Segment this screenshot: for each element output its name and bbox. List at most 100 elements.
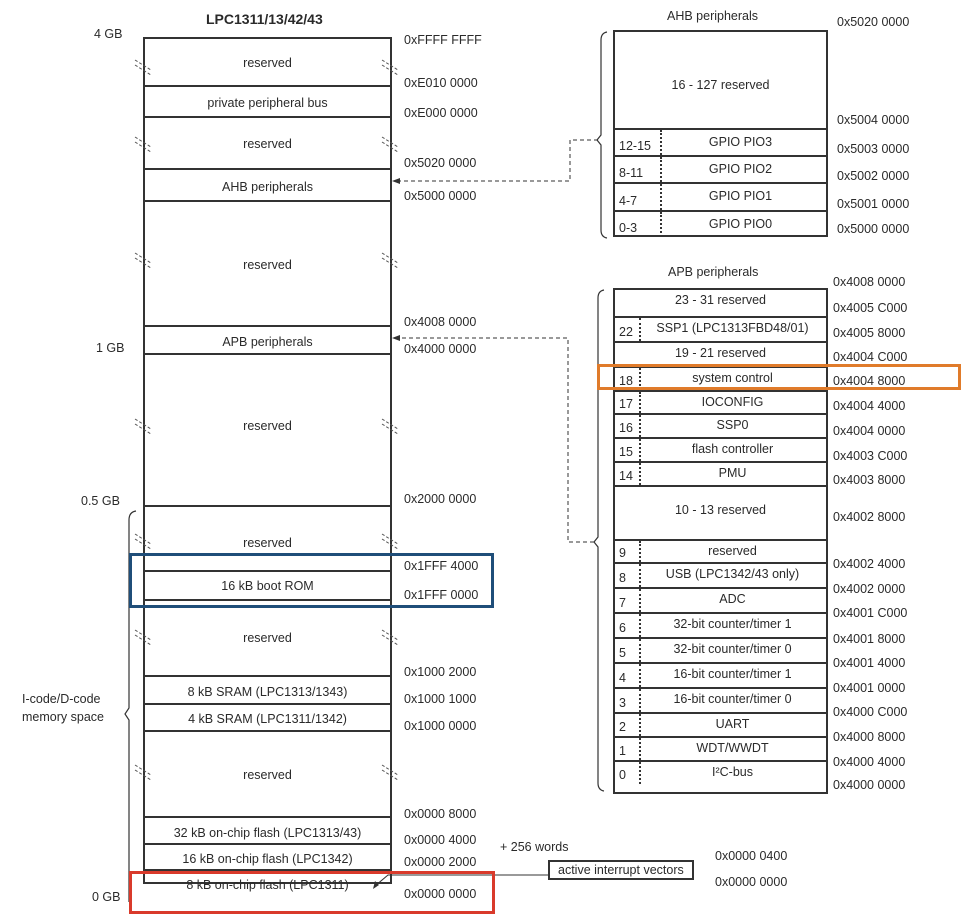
ahb-row-name: GPIO PIO2 (708, 162, 773, 176)
break-mark (134, 418, 152, 435)
apb-row-name: 19 - 21 reserved (674, 346, 767, 360)
apb-arrow-head (392, 335, 400, 341)
apb-row-index: 9 (619, 546, 626, 560)
apb-row-name: 10 - 13 reserved (674, 503, 767, 517)
divider (143, 505, 392, 507)
divider (143, 85, 392, 87)
region-reserved: reserved (243, 631, 292, 645)
ahb-reserved-label: 16 - 127 reserved (671, 78, 770, 92)
dotted-separator (639, 714, 641, 736)
divider (143, 869, 392, 871)
dotted-separator (639, 664, 641, 687)
divider (143, 570, 392, 572)
break-mark (134, 59, 152, 76)
diagram-title: LPC1311/13/42/43 (206, 11, 323, 27)
break-mark (134, 252, 152, 269)
address-label: 0x1000 2000 (404, 665, 477, 679)
apb-row-name: 23 - 31 reserved (674, 293, 767, 307)
apb-address: 0x4002 4000 (833, 557, 906, 571)
break-mark (381, 59, 399, 76)
apb-row-index: 2 (619, 720, 626, 734)
address-label: 0x1000 1000 (404, 692, 477, 706)
break-mark (381, 533, 399, 550)
apb-row-index: 8 (619, 571, 626, 585)
ahb-arrow-head (392, 178, 400, 184)
apb-address: 0x4004 8000 (833, 374, 906, 388)
dotted-separator (660, 212, 662, 237)
apb-row-name: I²C-bus (712, 765, 753, 779)
region-apb-peripherals: APB peripherals (222, 335, 313, 349)
apb-row-index: 18 (619, 374, 633, 388)
apb-address: 0x4001 8000 (833, 632, 906, 646)
apb-row-name: SSP0 (716, 418, 749, 432)
ahb-address: 0x5003 0000 (837, 142, 910, 156)
ahb-peripherals-map: 16 - 127 reserved 12-15 GPIO PIO3 8-11 G… (613, 30, 828, 237)
active-interrupt-vectors-box: active interrupt vectors (548, 860, 694, 880)
apb-row-name: IOCONFIG (701, 395, 764, 409)
divider (143, 325, 392, 327)
apb-address: 0x4002 8000 (833, 510, 906, 524)
break-mark (381, 418, 399, 435)
ahb-row-name: GPIO PIO0 (708, 217, 773, 231)
region-boot-rom: 16 kB boot ROM (221, 579, 314, 593)
vectors-note: + 256 words (500, 840, 569, 854)
apb-row: 19 - 21 reserved (615, 341, 826, 366)
break-mark (134, 136, 152, 153)
address-label: 0x1000 0000 (404, 719, 477, 733)
apb-address: 0x4004 C000 (833, 350, 908, 364)
apb-row-index: 0 (619, 768, 626, 782)
ahb-address: 0x5020 0000 (837, 15, 910, 29)
dotted-separator (660, 157, 662, 182)
apb-address: 0x4000 8000 (833, 730, 906, 744)
apb-row-name: WDT/WWDT (696, 741, 769, 755)
apb-address: 0x4002 0000 (833, 582, 906, 596)
address-label: 0x1FFF 0000 (404, 588, 479, 602)
region-flash-8kb-label: 8 kB on-chip flash (LPC1311) (186, 878, 349, 892)
dotted-separator (639, 439, 641, 461)
ahb-address: 0x5000 0000 (837, 222, 910, 236)
region-reserved: reserved (243, 419, 292, 433)
apb-row-index: 7 (619, 596, 626, 610)
break-mark (381, 136, 399, 153)
ahb-row-index: 4-7 (619, 194, 638, 208)
dotted-separator (639, 762, 641, 784)
break-mark (381, 764, 399, 781)
break-mark (134, 629, 152, 646)
apb-row-index: 15 (619, 445, 633, 459)
icode-brace (124, 510, 137, 902)
dotted-separator (660, 184, 662, 210)
apb-row-name: PMU (718, 466, 747, 480)
divider (143, 675, 392, 677)
ahb-row-index: 8-11 (619, 166, 644, 180)
divider (143, 116, 392, 118)
divider (143, 599, 392, 601)
dotted-separator (639, 392, 641, 413)
apb-row-name: 32-bit counter/timer 0 (673, 642, 792, 656)
apb-row-name: 32-bit counter/timer 1 (673, 617, 792, 631)
apb-row: 23 - 31 reserved (615, 290, 826, 316)
region-reserved: reserved (243, 137, 292, 151)
ahb-address: 0x5001 0000 (837, 197, 910, 211)
apb-address: 0x4003 C000 (833, 449, 908, 463)
scale-label-1gb: 1 GB (96, 341, 125, 355)
apb-row-index: 4 (619, 671, 626, 685)
divider (143, 200, 392, 202)
apb-row-name: 16-bit counter/timer 0 (673, 692, 792, 706)
region-sram-8kb: 8 kB SRAM (LPC1313/1343) (187, 685, 348, 699)
region-reserved: reserved (243, 536, 292, 550)
dotted-separator (639, 368, 641, 390)
icode-dcode-label-line2: memory space (22, 710, 104, 724)
scale-label-4gb: 4 GB (94, 27, 123, 41)
vectors-addr-bottom: 0x0000 0000 (715, 875, 788, 889)
apb-brace (593, 289, 605, 792)
divider (143, 168, 392, 170)
apb-connector (396, 337, 594, 543)
ahb-title: AHB peripherals (667, 9, 759, 23)
